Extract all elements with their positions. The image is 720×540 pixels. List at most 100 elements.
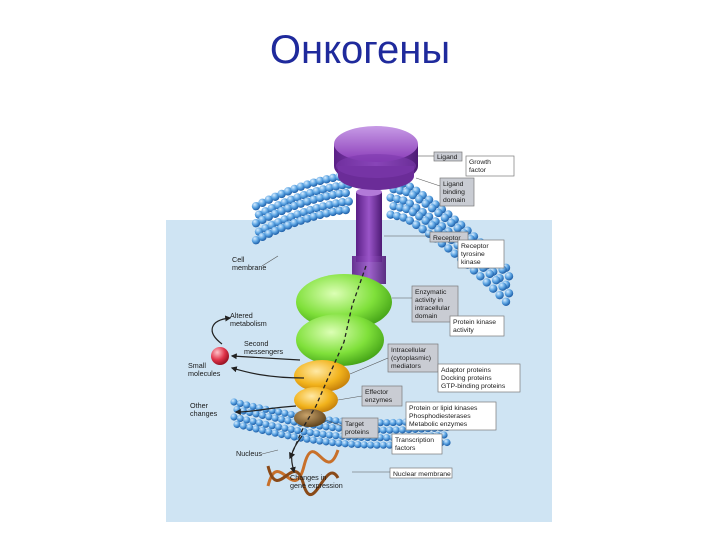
kinases-box	[405, 401, 497, 431]
membrane-bead	[290, 218, 299, 228]
membrane-bead	[316, 437, 324, 445]
membrane-bead	[367, 441, 375, 449]
membrane-bead	[312, 186, 321, 196]
membrane-bead	[293, 210, 302, 219]
membrane-bead	[322, 209, 331, 218]
target-proteins-label-2: proteins	[345, 429, 370, 436]
membrane-bead	[271, 414, 279, 422]
membrane-bead	[328, 207, 338, 217]
membrane-bead	[398, 426, 407, 434]
enzymatic-activity-label-2: activity in	[415, 297, 443, 304]
gene-expression-arrow	[289, 435, 303, 474]
altered-metabolism-arrow	[211, 315, 232, 345]
membrane-bead	[440, 213, 450, 223]
membrane-bead	[239, 407, 247, 415]
adaptor-proteins-box	[437, 363, 521, 393]
membrane-bead	[386, 210, 395, 219]
membrane-bead	[283, 187, 293, 196]
membrane-bead	[389, 418, 397, 427]
membrane-bead	[271, 192, 280, 201]
membrane-bead	[281, 424, 289, 432]
membrane-bead	[309, 436, 317, 444]
nuclear-membrane-label: Nuclear membrane	[393, 471, 451, 478]
signal-path-arrow	[289, 265, 367, 460]
small-molecule	[211, 347, 229, 365]
other-changes-label-1: Other	[190, 401, 209, 410]
membrane-bead	[399, 196, 408, 205]
altered-metabolism-label-1: Altered	[230, 311, 253, 320]
nuclear-membrane-box	[389, 467, 453, 479]
protein-kinase-activity-label-2: activity	[453, 327, 474, 334]
adaptor-proteins-label-3: GTP-binding proteins	[441, 383, 506, 390]
membrane-bead	[328, 438, 337, 447]
membrane-bead	[485, 269, 494, 279]
intracellular-mediators	[294, 360, 350, 413]
dna-helix	[266, 449, 340, 496]
membrane-bead	[421, 199, 430, 208]
membrane-bead	[495, 290, 504, 300]
gene-expression-label-1: Changes in	[290, 473, 326, 482]
transcription-factors-label-2: factors	[395, 445, 416, 452]
membrane-bead	[392, 426, 400, 434]
membrane-bead	[444, 244, 453, 253]
target-proteins-label-1: Target	[345, 421, 364, 428]
membrane-bead	[318, 185, 328, 194]
membrane-bead	[236, 414, 244, 423]
membrane-bead	[392, 194, 402, 204]
membrane-bead	[335, 206, 344, 215]
membrane-bead	[283, 221, 293, 230]
membrane-bead	[281, 409, 289, 417]
membrane-bead	[386, 441, 394, 449]
membrane-bead	[303, 180, 312, 189]
membrane-bead	[415, 195, 424, 204]
membrane-bead	[265, 428, 273, 436]
membrane-bead	[258, 232, 267, 242]
receptor-tyrosine-kinase-label-2: tyrosine	[461, 251, 485, 258]
other-changes-arrow	[234, 405, 297, 415]
receptor-tyrosine-kinase-box	[457, 239, 505, 269]
membrane-bead	[290, 433, 298, 441]
membrane-bead	[258, 215, 267, 225]
growth-factor-label-2: factor	[469, 167, 487, 174]
membrane-bead	[277, 415, 286, 424]
membrane-bead	[251, 201, 261, 211]
membrane-bead	[395, 186, 405, 195]
membrane-bead	[315, 210, 325, 220]
cell-membrane-label-1: Cell	[232, 255, 245, 264]
membrane-bead	[264, 195, 274, 204]
membrane-bead	[383, 419, 391, 427]
ligand	[334, 126, 418, 190]
membrane-bead	[299, 207, 309, 217]
membrane-bead	[408, 190, 418, 200]
membrane-bead	[379, 426, 387, 434]
membrane-bead	[251, 235, 261, 245]
membrane-bead	[338, 198, 347, 207]
membrane-bead	[322, 423, 330, 431]
small-molecules-label-2: molecules	[188, 369, 221, 378]
intracellular-mediators-label-1: Intracellular	[391, 347, 427, 354]
membrane-bead	[246, 408, 254, 417]
membrane-bead	[402, 204, 411, 214]
membrane-bead	[322, 192, 331, 201]
membrane-bead	[312, 203, 321, 213]
ligand-binding-domain-label-1: Ligand	[443, 181, 464, 188]
membrane-bead	[243, 416, 251, 424]
enzymatic-activity-label-4: domain	[415, 313, 438, 320]
membrane-bead	[331, 182, 341, 191]
membrane-bead	[498, 282, 507, 291]
membrane-bead	[296, 182, 306, 191]
membrane-bead	[249, 417, 257, 426]
membrane-bead	[386, 193, 395, 202]
ligand-label: Ligand	[437, 154, 458, 161]
membrane-bead	[277, 189, 286, 199]
membrane-bead	[450, 249, 459, 258]
membrane-bead	[230, 413, 238, 421]
membrane-bead	[405, 216, 415, 225]
protein-kinase-activity-box	[449, 315, 505, 337]
receptor-label-box	[429, 231, 469, 243]
membrane-bead	[360, 441, 368, 449]
adaptor-proteins-label-1: Adaptor proteins	[441, 367, 491, 374]
receptor-label: Receptor	[433, 235, 461, 242]
membrane-bead	[389, 201, 398, 211]
membrane-bead	[236, 399, 244, 408]
